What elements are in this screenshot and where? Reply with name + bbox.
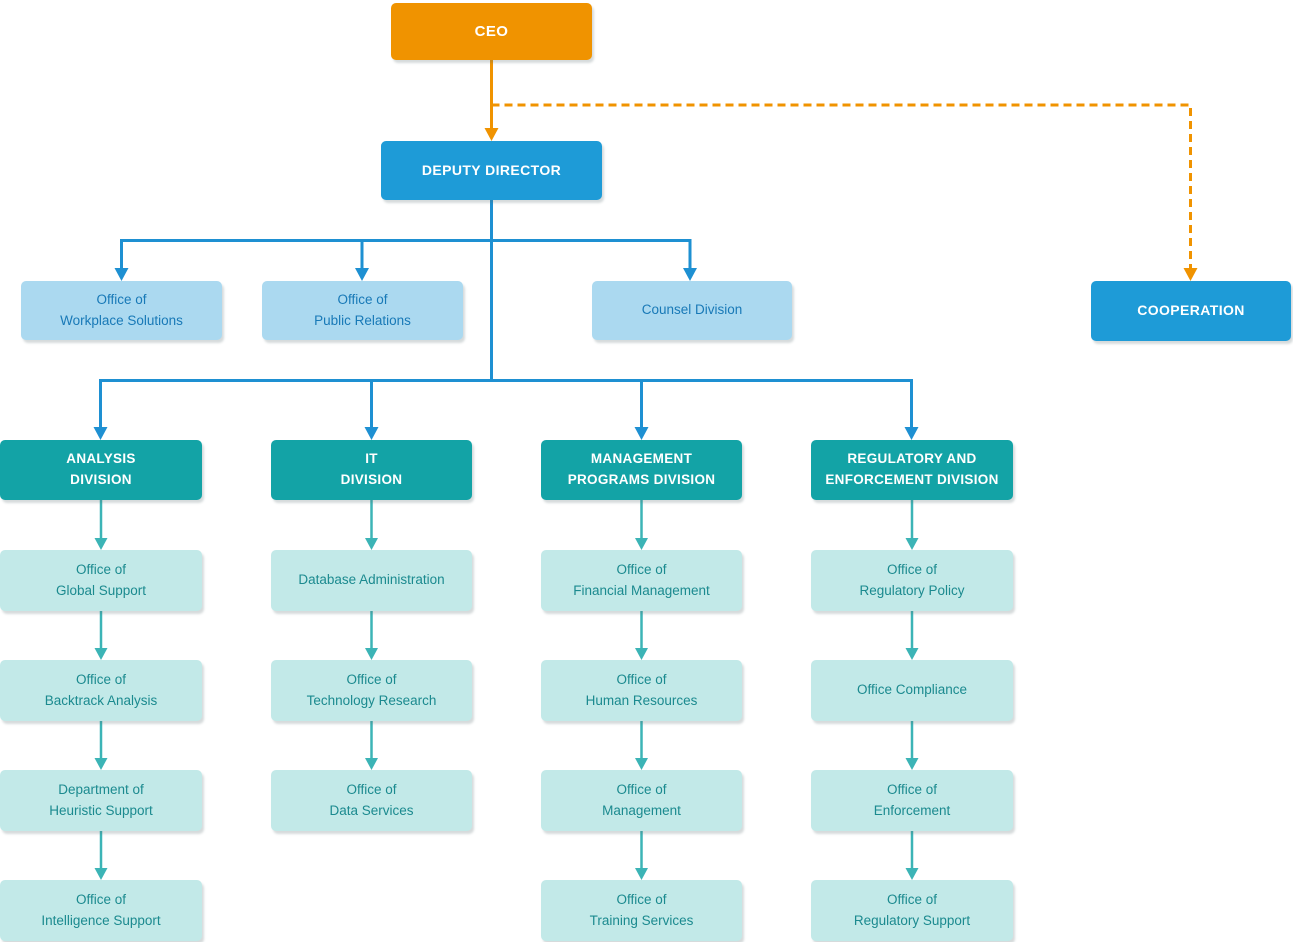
node-office-compliance-label: Office Compliance [856,682,968,698]
node-office-enforcement[interactable]: Office of Enforcement [811,770,1013,831]
node-office-backtrack-analysis-label: Office of Backtrack Analysis [44,671,158,708]
node-database-administration[interactable]: Database Administration [271,550,472,611]
node-it-division[interactable]: IT DIVISION [271,440,472,500]
node-office-human-resources[interactable]: Office of Human Resources [541,660,742,721]
node-office-workplace-solutions[interactable]: Office of Workplace Solutions [21,281,222,340]
node-department-heuristic-support[interactable]: Department of Heuristic Support [0,770,202,831]
node-office-data-services-label: Office of Data Services [329,781,414,818]
node-office-public-relations[interactable]: Office of Public Relations [262,281,463,340]
node-office-workplace-solutions-label: Office of Workplace Solutions [60,291,183,328]
node-management-programs-division[interactable]: MANAGEMENT PROGRAMS DIVISION [541,440,742,500]
node-office-backtrack-analysis[interactable]: Office of Backtrack Analysis [0,660,202,721]
node-office-financial-management-label: Office of Financial Management [573,561,710,598]
node-office-intelligence-support[interactable]: Office of Intelligence Support [0,880,202,941]
node-office-training-services-label: Office of Training Services [589,891,694,928]
node-office-human-resources-label: Office of Human Resources [585,671,698,708]
node-deputy-director-label: DEPUTY DIRECTOR [421,161,562,178]
connector-ceo-to-deputy [484,60,499,141]
node-it-division-label: IT DIVISION [340,451,403,487]
node-cooperation[interactable]: COOPERATION [1091,281,1291,341]
node-counsel-division[interactable]: Counsel Division [592,281,792,340]
node-office-intelligence-support-label: Office of Intelligence Support [41,891,161,928]
node-management-programs-division-label: MANAGEMENT PROGRAMS DIVISION [567,451,716,487]
node-office-technology-research-label: Office of Technology Research [306,671,437,708]
node-office-financial-management[interactable]: Office of Financial Management [541,550,742,611]
node-database-administration-label: Database Administration [298,572,445,588]
node-analysis-division[interactable]: ANALYSIS DIVISION [0,440,202,500]
node-regulatory-enforcement-division[interactable]: REGULATORY AND ENFORCEMENT DIVISION [811,440,1013,500]
node-department-heuristic-support-label: Department of Heuristic Support [49,781,153,818]
node-counsel-division-label: Counsel Division [641,302,743,318]
node-office-enforcement-label: Office of Enforcement [873,781,951,818]
node-office-training-services[interactable]: Office of Training Services [541,880,742,941]
node-office-compliance[interactable]: Office Compliance [811,660,1013,721]
node-office-data-services[interactable]: Office of Data Services [271,770,472,831]
node-office-regulatory-support-label: Office of Regulatory Support [853,891,971,928]
node-office-of-management[interactable]: Office of Management [541,770,742,831]
node-ceo-label: CEO [474,22,509,40]
node-office-global-support-label: Office of Global Support [55,561,147,598]
node-office-of-management-label: Office of Management [602,781,681,818]
node-cooperation-label: COOPERATION [1137,302,1245,319]
node-deputy-director[interactable]: DEPUTY DIRECTOR [381,141,602,200]
node-office-regulatory-support[interactable]: Office of Regulatory Support [811,880,1013,941]
node-office-public-relations-label: Office of Public Relations [314,291,411,328]
node-regulatory-enforcement-division-label: REGULATORY AND ENFORCEMENT DIVISION [825,451,999,487]
node-ceo[interactable]: CEO [391,3,592,60]
node-office-regulatory-policy[interactable]: Office of Regulatory Policy [811,550,1013,611]
connector-division-chains [94,500,919,880]
node-office-global-support[interactable]: Office of Global Support [0,550,202,611]
node-analysis-division-label: ANALYSIS DIVISION [66,451,136,487]
node-office-technology-research[interactable]: Office of Technology Research [271,660,472,721]
node-office-regulatory-policy-label: Office of Regulatory Policy [859,561,965,598]
connector-ceo-to-cooperation [491,103,1198,281]
connector-deputy-tree [93,200,919,440]
